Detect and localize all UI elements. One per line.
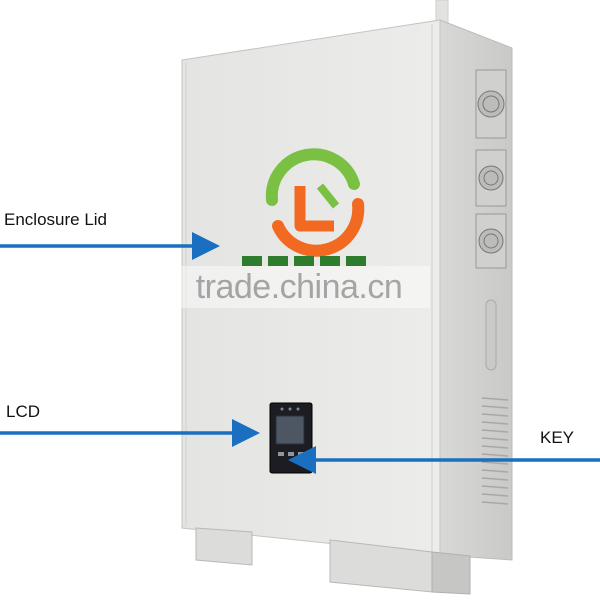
watermark: trade.china.cn (168, 266, 430, 308)
cabinet-foot-left (195, 527, 253, 566)
side-vents (481, 397, 509, 505)
label-enclosure-lid: Enclosure Lid (4, 210, 108, 229)
cabinet-foot-side (431, 551, 471, 595)
label-key: KEY (540, 428, 575, 447)
fan-grille-bottom (475, 213, 507, 269)
key-buttons (278, 452, 304, 456)
brand-text-mark (242, 256, 366, 266)
brand-logo (265, 148, 365, 257)
label-lcd: LCD (6, 402, 41, 421)
side-handle (485, 299, 497, 371)
fan-grille-middle (475, 149, 507, 207)
lcd-panel (269, 402, 313, 474)
fan-grille-top (475, 69, 507, 139)
